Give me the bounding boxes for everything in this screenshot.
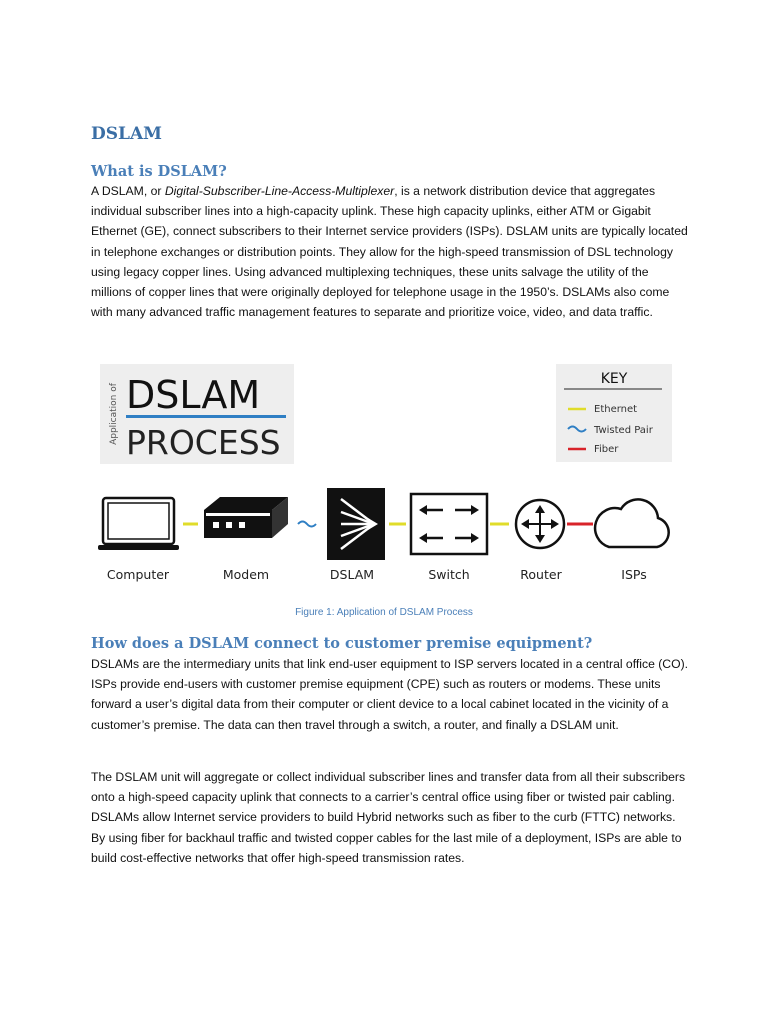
router-icon — [514, 498, 566, 550]
laptop-icon — [98, 496, 179, 550]
figure-caption: Figure 1: Application of DSLAM Process — [295, 607, 473, 618]
what-paragraph: A DSLAM, or Digital-Subscriber-Line-Acce… — [91, 181, 691, 322]
modem-icon — [204, 497, 288, 538]
logo-word-dslam: DSLAM — [126, 373, 260, 417]
intro-prefix: A DSLAM, or — [91, 184, 165, 198]
dslam-process-figure: Application of DSLAM PROCESS KEY Etherne… — [98, 362, 674, 584]
key-twisted-pair-label: Twisted Pair — [593, 425, 654, 436]
how-paragraph-2: The DSLAM unit will aggregate or collect… — [91, 770, 686, 865]
label-isps: ISPs — [621, 567, 646, 582]
logo-bar — [126, 415, 286, 418]
key-twisted-pair-swatch — [567, 425, 587, 433]
label-computer: Computer — [107, 567, 170, 582]
label-modem: Modem — [223, 567, 269, 582]
cloud-icon — [593, 498, 670, 549]
figure-svg: Application of DSLAM PROCESS KEY Etherne… — [98, 364, 672, 582]
switch-icon — [409, 492, 489, 556]
intro-italic-term: Digital-Subscriber-Line-Access-Multiplex… — [164, 184, 395, 198]
label-router: Router — [520, 567, 562, 582]
label-switch: Switch — [428, 567, 469, 582]
logo-side-text: Application of — [109, 382, 119, 445]
intro-rest: , is a network distribution device that … — [91, 184, 688, 320]
key-ethernet-label: Ethernet — [594, 404, 637, 415]
link-modem-dslam — [297, 520, 317, 528]
dslam-process-logo: Application of DSLAM PROCESS — [100, 364, 294, 464]
how-paragraph-1: DSLAMs are the intermediary units that l… — [91, 657, 689, 732]
dslam-icon — [327, 488, 385, 560]
section-heading-what: What is DSLAM? — [91, 163, 227, 180]
key-fiber-label: Fiber — [594, 444, 619, 455]
logo-word-process: PROCESS — [126, 423, 281, 462]
key-legend: KEY Ethernet Twisted Pair Fiber — [556, 364, 672, 462]
label-dslam: DSLAM — [330, 567, 374, 582]
key-title: KEY — [601, 371, 628, 387]
section-heading-how: How does a DSLAM connect to customer pre… — [91, 635, 593, 652]
document-title: DSLAM — [91, 124, 162, 144]
